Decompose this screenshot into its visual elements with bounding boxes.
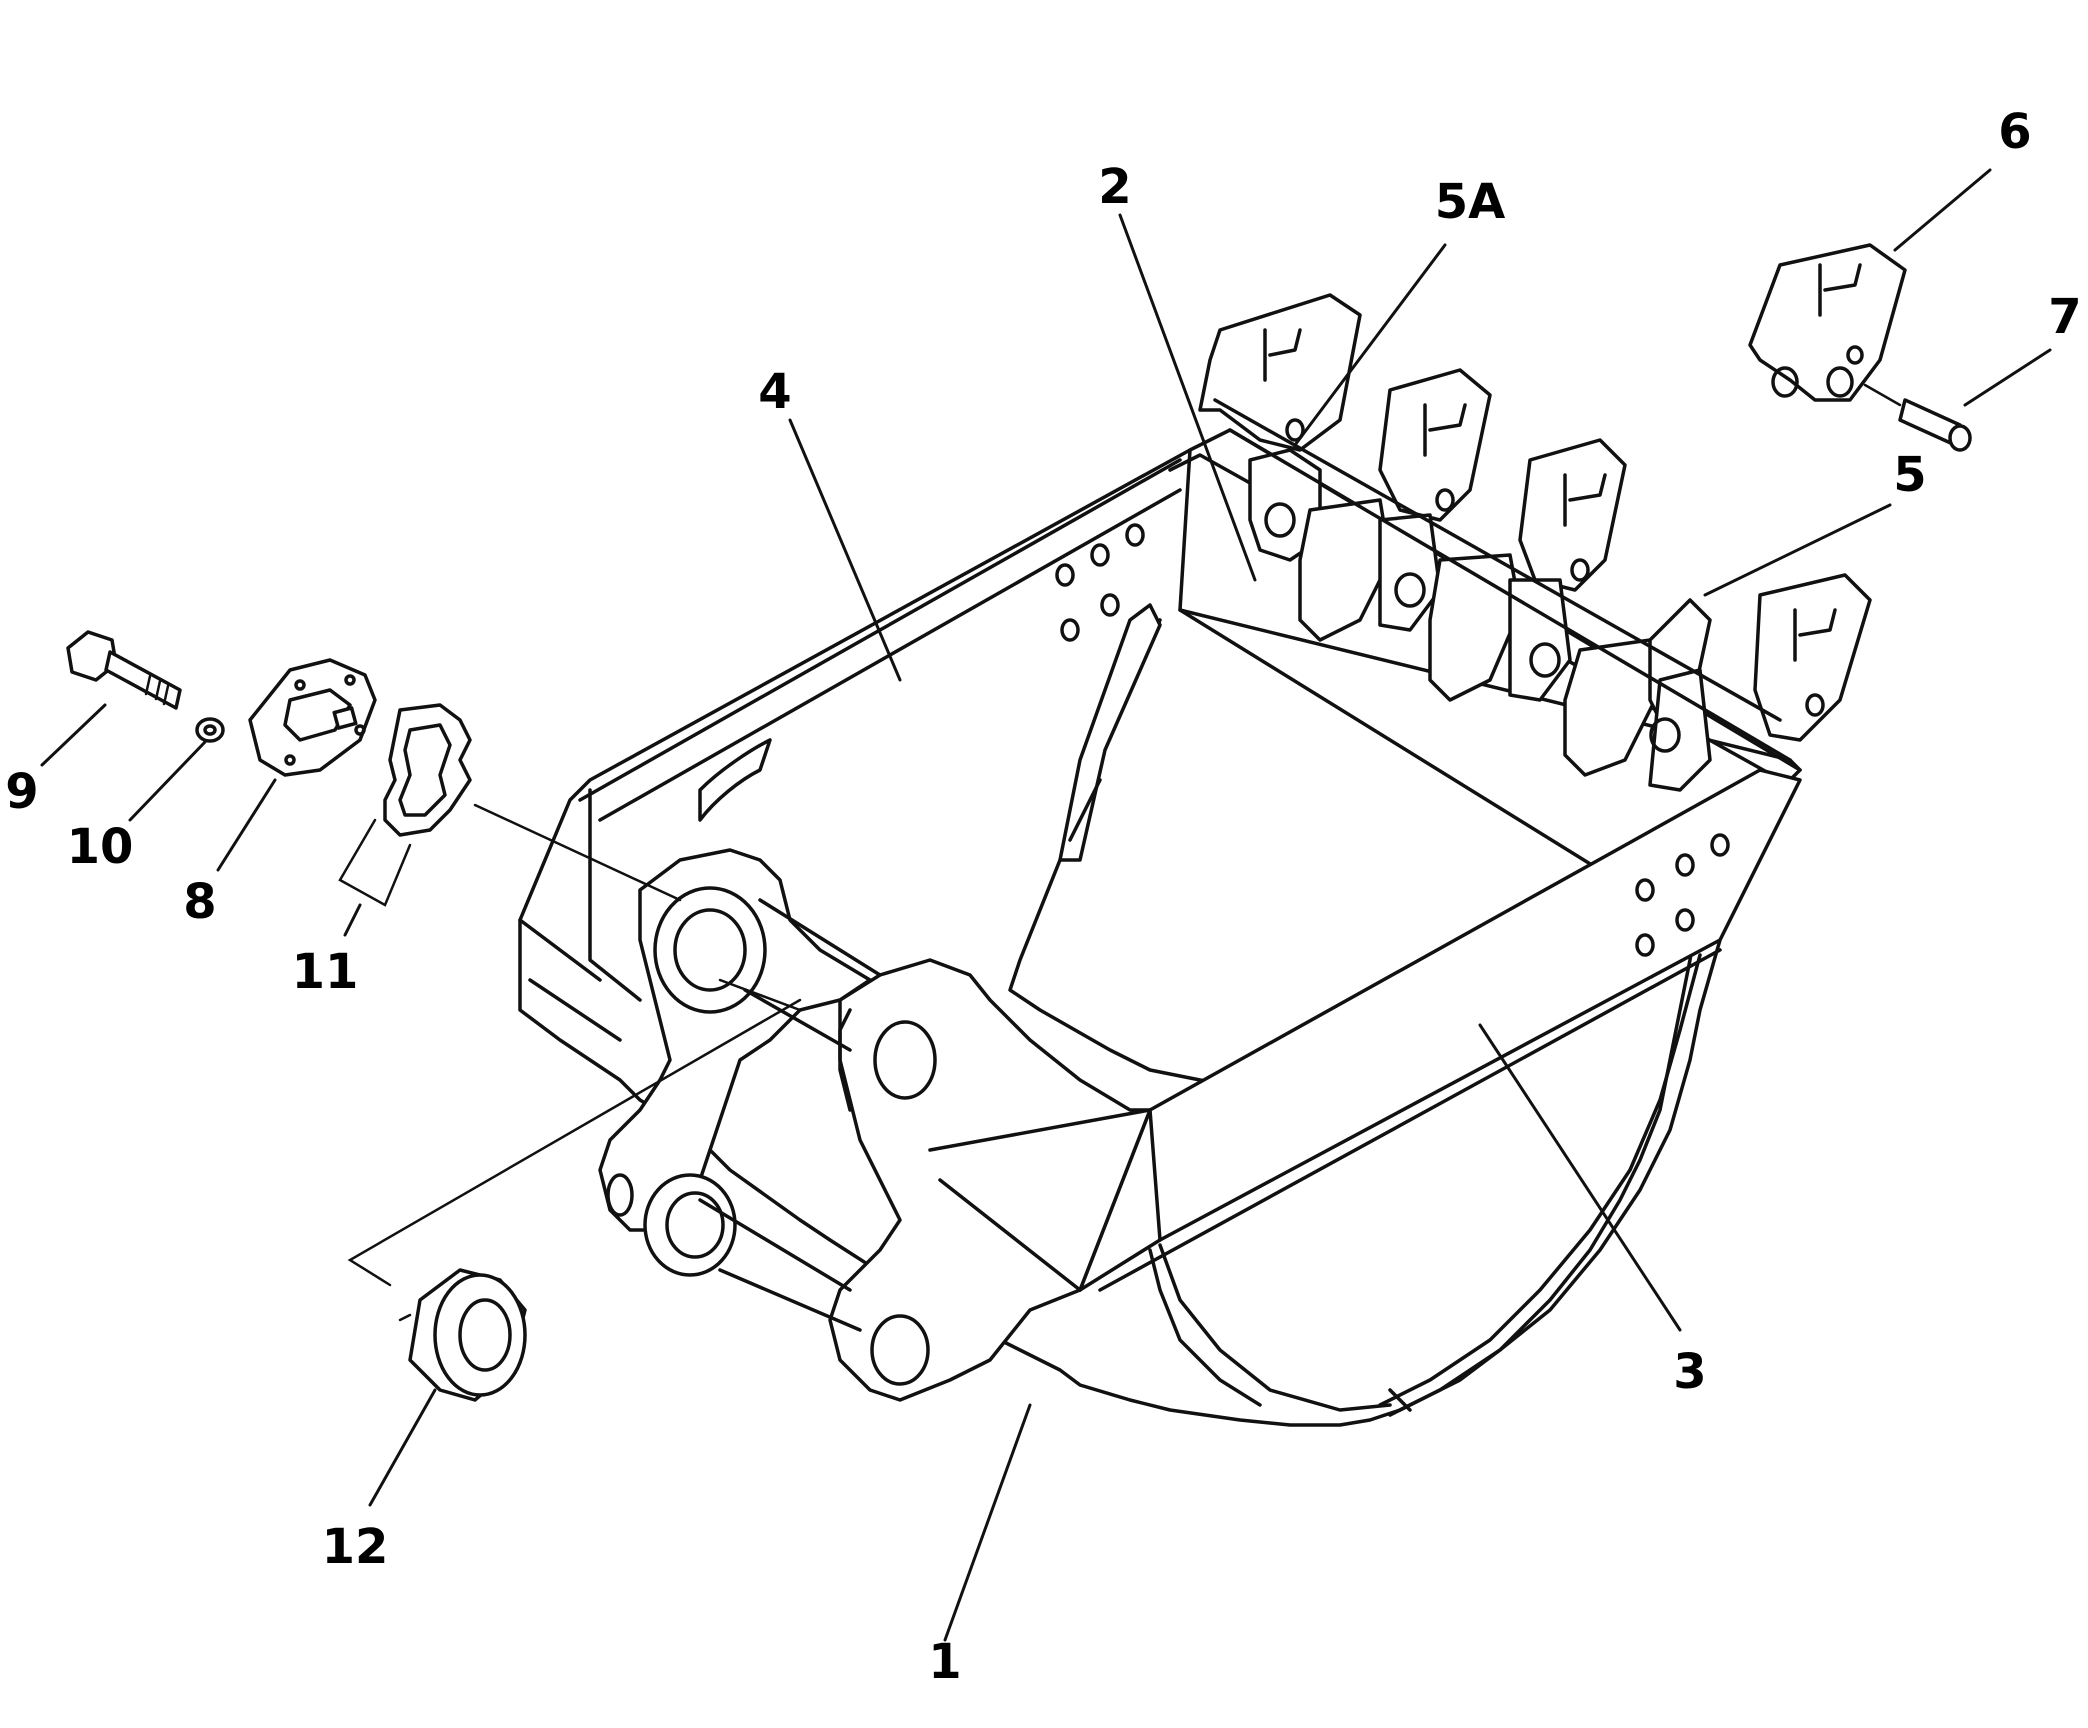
- exploded-shim-ring: [338, 703, 472, 907]
- callout-11: 11: [292, 944, 359, 1000]
- leader-8: [216, 778, 277, 872]
- leader-3: [1478, 1023, 1682, 1332]
- left-rail-holes: [1055, 523, 1145, 642]
- callout-8: 8: [183, 874, 216, 930]
- leader-2: [1118, 213, 1257, 582]
- callout-2: 2: [1098, 159, 1131, 215]
- exploded-washer: [195, 717, 225, 743]
- assembly-axis-shim: [473, 803, 682, 902]
- leader-lines: [40, 168, 2052, 1642]
- exploded-bolt: [66, 630, 182, 710]
- leader-1: [943, 1403, 1032, 1642]
- leader-12: [368, 1388, 437, 1507]
- leader-10: [128, 740, 207, 822]
- exploded-pin: [1863, 383, 1972, 452]
- leader-6: [1893, 168, 1992, 252]
- leader-4: [788, 418, 902, 682]
- callout-9: 9: [5, 764, 38, 820]
- callout-6: 6: [1998, 104, 2031, 160]
- callout-4: 4: [758, 364, 791, 420]
- leader-5A: [1293, 243, 1447, 447]
- leader-5: [1703, 503, 1892, 597]
- leader-11: [343, 903, 362, 937]
- right-rail-holes: [1635, 833, 1730, 957]
- leader-9: [40, 703, 107, 767]
- assembly-axis-pin: [718, 978, 802, 1012]
- mounting-bracket-rear: [598, 848, 872, 1277]
- callout-labels: 1 2 3 4 5 5A 6 7 8 9 10 11 12: [5, 104, 2081, 1690]
- exploded-tooth: [1748, 243, 1907, 402]
- mounting-bracket-front: [828, 958, 1152, 1402]
- assembly-axis-bushing: [347, 998, 802, 1287]
- callout-5A: 5A: [1435, 174, 1506, 230]
- callout-3: 3: [1673, 1344, 1706, 1400]
- exploded-retainer-plate: [248, 658, 377, 777]
- callout-10: 10: [67, 819, 134, 875]
- teeth-row: [1198, 293, 1872, 792]
- leader-7: [1963, 348, 2052, 407]
- callout-12: 12: [322, 1519, 389, 1575]
- bucket-body: [518, 428, 1802, 1427]
- exploded-bushing: [398, 1268, 527, 1402]
- callout-1: 1: [928, 1634, 961, 1690]
- callout-5: 5: [1893, 447, 1926, 503]
- callout-7: 7: [2048, 289, 2081, 345]
